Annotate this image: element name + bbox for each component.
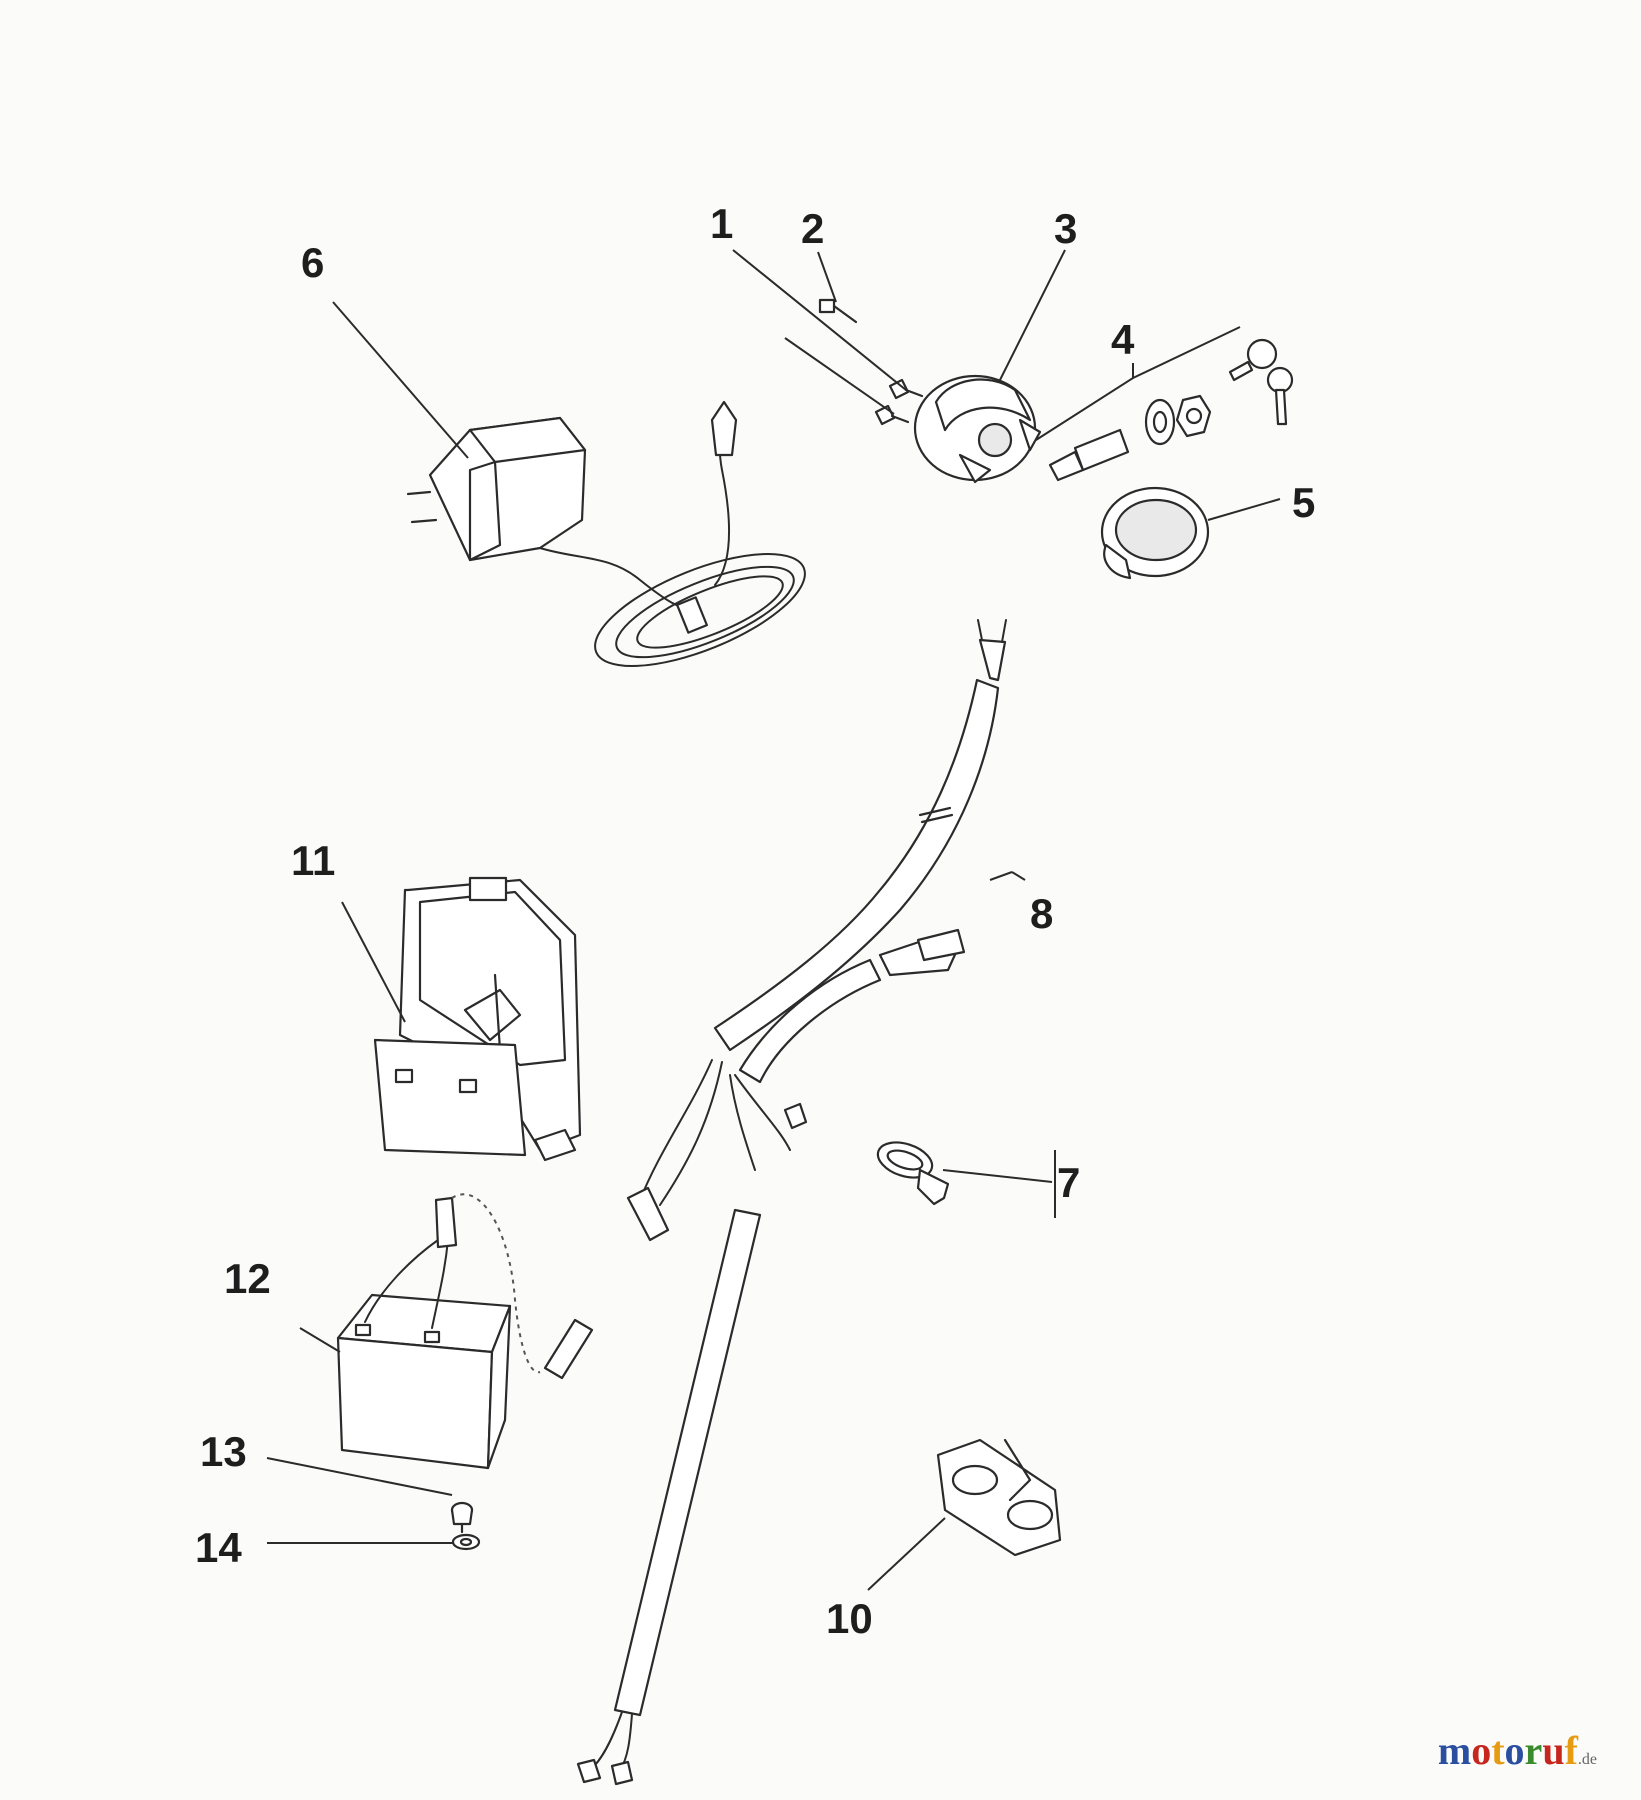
- callout-8: 8: [1030, 890, 1053, 937]
- watermark-logo: motoruf.de: [1438, 1727, 1597, 1774]
- callout-10: 10: [826, 1595, 873, 1642]
- key-switch-part: [1048, 338, 1294, 482]
- charger-part: [406, 400, 806, 667]
- callout-2: 2: [801, 205, 824, 252]
- cable-harness-part: [576, 619, 1007, 1786]
- cable-tie-part: [876, 1141, 950, 1206]
- callout-11: 11: [291, 837, 335, 884]
- battery-holder-part: [373, 876, 582, 1162]
- callout-13: 13: [200, 1428, 247, 1475]
- switch-housing-part: [913, 374, 1042, 484]
- callout-labels: 1 2 3 4 5 6 7 8 10 11 12 13 14: [195, 200, 1315, 1642]
- double-clip-part: [936, 1438, 1062, 1557]
- callout-6: 6: [301, 239, 324, 286]
- callout-14: 14: [195, 1524, 242, 1571]
- callout-4: 4: [1111, 316, 1135, 363]
- callout-3: 3: [1054, 205, 1077, 252]
- battery-part: [336, 1193, 594, 1470]
- screw-washer-parts: [450, 1501, 481, 1551]
- screw-parts: [818, 298, 924, 426]
- watermark-suffix: .de: [1577, 1751, 1597, 1768]
- leader-lines: [266, 249, 1281, 1591]
- callout-12: 12: [224, 1255, 271, 1302]
- callout-5: 5: [1292, 479, 1315, 526]
- callout-1: 1: [710, 200, 733, 247]
- knob-cover-part: [1100, 486, 1210, 580]
- callout-7: 7: [1057, 1159, 1080, 1206]
- watermark-text: motoruf: [1437, 1728, 1578, 1773]
